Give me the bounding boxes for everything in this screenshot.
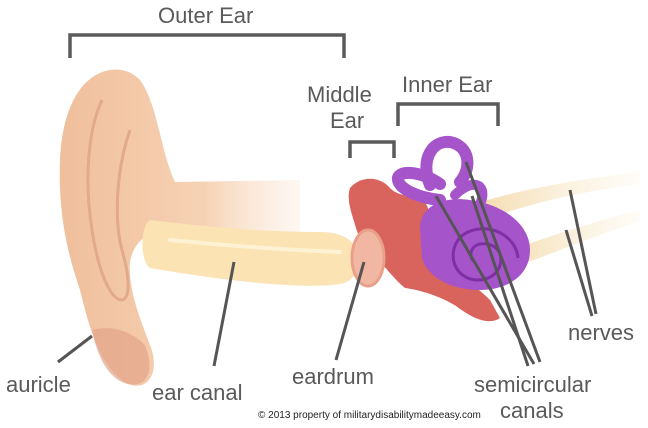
label-semicircular-line2: canals — [500, 398, 564, 423]
semicircular-canal-front — [392, 167, 446, 206]
label-middle-ear-line1: Middle — [307, 82, 372, 107]
ear-canal-highlight — [168, 238, 342, 254]
label-outer-ear: Outer Ear — [158, 3, 253, 28]
label-middle-ear-line2: Ear — [330, 108, 364, 133]
cochlea-spiral — [451, 227, 520, 282]
label-semicircular-line1: semicircular — [474, 372, 591, 397]
eardrum-shape — [350, 228, 386, 288]
label-eardrum: eardrum — [292, 364, 374, 389]
label-inner-ear: Inner Ear — [402, 72, 493, 97]
bracket-middle-ear — [348, 140, 396, 158]
pointer-eardrum — [334, 261, 366, 361]
ear-canal-shape — [142, 220, 359, 286]
bracket-inner-ear — [396, 102, 500, 126]
auricle-inner-fold — [86, 99, 132, 302]
pointer-nerves-1 — [568, 189, 598, 315]
label-auricle: auricle — [6, 372, 71, 397]
pointer-auricle — [57, 334, 93, 364]
label-ear-canal: ear canal — [152, 380, 243, 405]
pointer-ear-canal — [212, 261, 236, 367]
semicircular-canal-side — [450, 179, 488, 216]
pointer-semicircular-3 — [470, 195, 530, 367]
copyright-credit: © 2013 property of militarydisabilitymad… — [258, 410, 481, 421]
label-nerves: nerves — [568, 320, 634, 345]
pointer-semicircular-1 — [464, 161, 542, 363]
nerve-upper — [470, 172, 640, 222]
bracket-outer-ear — [68, 33, 346, 58]
pointer-nerves-2 — [564, 229, 594, 317]
auricle-earlobe-shade — [92, 328, 150, 385]
